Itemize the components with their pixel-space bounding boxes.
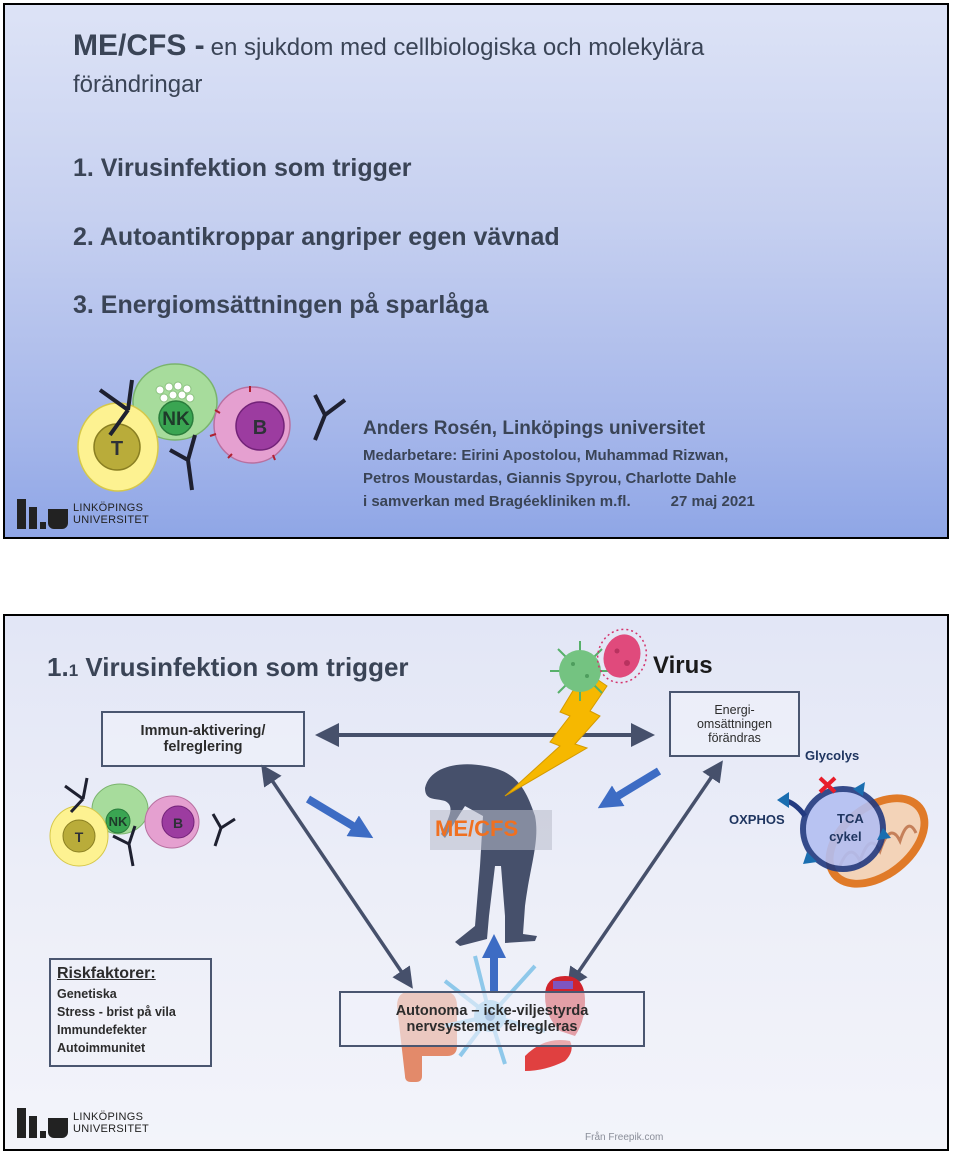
muscle-icon bbox=[525, 1040, 572, 1071]
slide-title: ME/CFS -en sjukdom med cellbiologiska oc… bbox=[73, 29, 704, 63]
t-cell: T bbox=[77, 402, 159, 492]
virus-icon-green bbox=[550, 641, 610, 701]
author-name: Anders Rosén, Linköpings universitet bbox=[363, 418, 706, 439]
logo-text-line-2: UNIVERSITET bbox=[73, 1123, 150, 1135]
nk-label: NK bbox=[109, 814, 128, 829]
presentation-date: 27 maj 2021 bbox=[670, 493, 755, 510]
nk-cell: NK bbox=[132, 363, 218, 441]
author-block: Anders Rosén, Linköpings universitet Med… bbox=[363, 418, 755, 513]
tca-line-1: TCA bbox=[837, 811, 864, 826]
liu-logo-mark bbox=[17, 499, 68, 529]
lightning-icon bbox=[504, 670, 608, 797]
b-cell: B bbox=[209, 386, 291, 464]
autonomic-box-line-1: Autonoma – icke-viljestyrda bbox=[395, 1003, 589, 1019]
t-label: T bbox=[111, 438, 123, 460]
tca-cycle-label: TCA cykel bbox=[827, 810, 864, 846]
logo-text-line-1: LINKÖPINGS bbox=[73, 502, 144, 514]
immune-cells-illustration: NK T B bbox=[49, 777, 236, 867]
nk-label: NK bbox=[162, 409, 190, 430]
risk-factor-item: Immundefekter bbox=[57, 1023, 147, 1037]
immune-box-line-1: Immun-aktivering/ bbox=[140, 723, 266, 739]
point-3: 3. Energiomsättningen på sparlåga bbox=[73, 291, 489, 319]
title-bold: ME/CFS - bbox=[73, 29, 205, 62]
slide-title-line2: förändringar bbox=[73, 71, 203, 98]
immune-box-line-2: felreglering bbox=[163, 739, 243, 755]
immune-cells-illustration: NK T B bbox=[77, 363, 347, 492]
glycolysis-label: Glycolys bbox=[805, 748, 860, 763]
antibody-icons bbox=[98, 379, 347, 491]
tca-cycle-icon bbox=[777, 776, 891, 872]
liu-logo-mark bbox=[17, 1108, 68, 1138]
virus-label: Virus bbox=[653, 652, 713, 679]
risk-factor-item: Genetiska bbox=[57, 987, 117, 1001]
arrow-immune-autonomic bbox=[261, 764, 413, 989]
me-cfs-label: ME/CFS bbox=[435, 816, 519, 841]
title-rest: en sjukdom med cellbiologiska och moleky… bbox=[210, 34, 705, 61]
slide-title: 1.1 Virusinfektion som trigger bbox=[47, 652, 409, 683]
risk-factor-item: Stress - brist på vila bbox=[57, 1005, 176, 1019]
risk-factors-title: Riskfaktorer: bbox=[57, 965, 156, 982]
energy-box-line-3: förändras bbox=[708, 731, 761, 745]
image-credit: Från Freepik.com bbox=[585, 1132, 664, 1143]
arrow-immune-to-center bbox=[305, 795, 374, 839]
collaborators-line-1: Medarbetare: Eirini Apostolou, Muhammad … bbox=[363, 447, 729, 464]
title-text: Virusinfektion som trigger bbox=[85, 652, 409, 682]
arrow-energy-autonomic bbox=[567, 760, 723, 989]
risk-factors-box: Riskfaktorer: Genetiska Stress - brist p… bbox=[49, 958, 212, 1067]
oxphos-label: OXPHOS bbox=[729, 812, 785, 827]
fatigued-person-icon bbox=[425, 764, 537, 946]
collaborators-line-3: i samverkan med Bragéekliniken m.fl. bbox=[363, 493, 631, 510]
immune-activation-box: Immun-aktivering/ felreglering bbox=[101, 711, 305, 767]
logo-text-line-1: LINKÖPINGS bbox=[73, 1111, 144, 1123]
virus-trigger-slide: 1.1 Virusinfektion som trigger bbox=[3, 614, 949, 1151]
virus-icon-red bbox=[596, 628, 648, 684]
energy-box-line-2: omsättningen bbox=[696, 717, 773, 731]
blocked-x-icon bbox=[818, 776, 837, 794]
point-2: 2. Autoantikroppar angriper egen vävnad bbox=[73, 223, 560, 251]
b-label: B bbox=[253, 417, 267, 439]
arrow-energy-to-center bbox=[597, 767, 662, 809]
energy-box-line-1: Energi- bbox=[714, 703, 755, 717]
tca-line-2: cykel bbox=[829, 829, 862, 844]
t-label: T bbox=[75, 829, 84, 845]
point-1: 1. Virusinfektion som trigger bbox=[73, 154, 412, 182]
title-number: 1. bbox=[47, 652, 69, 682]
title-subnumber: 1 bbox=[68, 661, 79, 680]
autonomic-box-line-2: nervsystemet felregleras bbox=[406, 1019, 578, 1035]
autonomic-nervous-system-box: Autonoma – icke-viljestyrda nervsystemet… bbox=[339, 991, 645, 1047]
title-slide: ME/CFS -en sjukdom med cellbiologiska oc… bbox=[3, 3, 949, 539]
collaborators-line-2: Petros Moustardas, Giannis Spyrou, Charl… bbox=[363, 470, 737, 487]
risk-factor-item: Autoimmunitet bbox=[57, 1041, 146, 1055]
diagram-arrows: NK T B bbox=[49, 628, 929, 1082]
liu-logo: LINKÖPINGS UNIVERSITET bbox=[17, 499, 149, 529]
logo-text-line-2: UNIVERSITET bbox=[73, 514, 150, 526]
liu-logo: LINKÖPINGS UNIVERSITET bbox=[17, 1108, 149, 1138]
b-label: B bbox=[173, 815, 183, 831]
me-cfs-label-bg bbox=[430, 810, 552, 850]
energy-metabolism-box: Energi- omsättningen förändras bbox=[669, 691, 800, 757]
